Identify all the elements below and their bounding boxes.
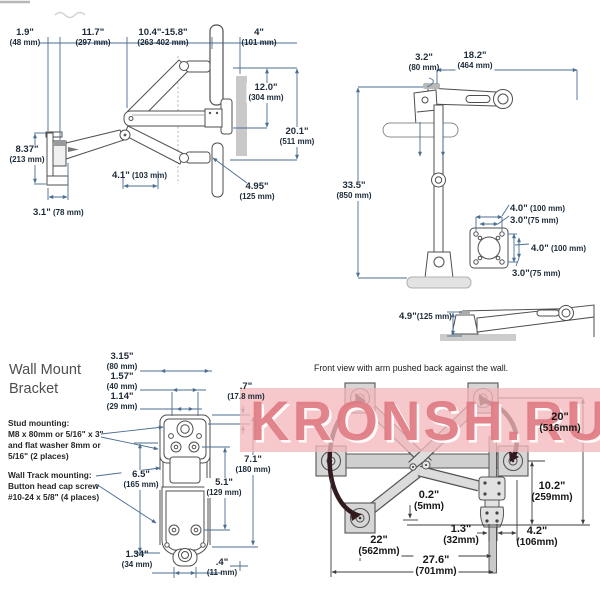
dim-label-wall-mount-bracket-view-5: 5.1"(129 mm) [204, 477, 244, 498]
watermark-text: KRONSH.RU [250, 388, 600, 452]
dim-label-wall-arm-side-view-4: 12.0"(304 mm) [246, 82, 286, 103]
dim-label-front-view-6: 27.6"(701mm) [413, 554, 459, 578]
desk-pole-view-dimensions [356, 68, 578, 279]
dim-label-front-view-5: 22"(562mm) [356, 534, 402, 558]
dim-label-wall-mount-bracket-view-1: 1.57"(40 mm) [106, 371, 138, 391]
dim-label-wall-mount-bracket-view-6: 7.1"(180 mm) [233, 454, 273, 475]
dim-label-wall-mount-bracket-view-7: 1.34"(34 mm) [121, 549, 153, 569]
bracket-title-line2: Bracket [9, 380, 59, 397]
stud-note-line2: M8 x 80mm or 5/16" x 3" [8, 429, 104, 440]
wall-track-note-line2: Button head cap screw [8, 481, 99, 492]
wall-track-note-line1: Wall Track mounting: [8, 470, 92, 480]
dim-label-front-view-1: 10.2"(259mm) [531, 480, 573, 504]
dim-label-wall-arm-side-view-8: 4.95"(125 mm) [239, 181, 275, 201]
dim-label-desk-pole-side-view-0: 3.2"(80 mm) [408, 52, 440, 72]
wall-track-note-line3: #10-24 x 5/8" (4 places) [8, 492, 100, 503]
front-view-caption: Front view with arm pushed back against … [314, 363, 509, 373]
dim-label-wall-arm-side-view-9: 3.1" (78 mm) [33, 207, 84, 218]
dim-label-desk-pole-side-view-5: 4.0" (100 mm) [531, 243, 587, 254]
wall-arm-side-view-dimensions [33, 37, 299, 200]
dim-label-wall-arm-side-view-6: 8.37"(213 mm) [7, 144, 47, 165]
stud-note-line1: Stud mounting: [8, 418, 70, 428]
dim-label-wall-mount-bracket-view-8: .4"(11 mm) [206, 557, 238, 577]
dim-label-desk-pole-side-view-3: 4.0" (100 mm) [510, 203, 566, 214]
dim-label-wall-arm-side-view-3: 4"(101 mm) [241, 27, 277, 47]
folded-arm-view-dimensions [447, 311, 462, 337]
dim-label-wall-arm-side-view-7: 4.1" (103 mm) [112, 170, 168, 181]
dim-label-desk-pole-side-view-6: 3.0"(75 mm) [512, 268, 561, 279]
dim-label-wall-mount-bracket-view-2: 1.14"(29 mm) [106, 391, 138, 411]
dim-label-wall-mount-bracket-view-0: 3.15"(80 mm) [106, 351, 138, 371]
dim-label-desk-pole-side-view-1: 18.2"(464 mm) [455, 50, 495, 71]
dim-label-front-view-4: 4.2"(106mm) [516, 525, 558, 549]
dim-label-wall-arm-side-view-1: 11.7"(297 mm) [75, 27, 111, 47]
scan-artifact [0, 0, 86, 19]
stud-note-line4: 5/16" (2 places) [8, 451, 69, 462]
dim-label-desk-pole-side-view-4: 3.0"(75 mm) [510, 215, 559, 226]
dim-label-front-view-3: 1.3"(32mm) [443, 523, 479, 547]
bracket-view-title: Wall Mount Bracket [9, 361, 81, 399]
wall-track-mounting-note: Wall Track mounting: Button head cap scr… [8, 470, 99, 503]
watermark-banner: KRONSH.RU [240, 388, 600, 452]
wall-mount-bracket-drawing [159, 414, 211, 567]
dim-label-wall-arm-side-view-0: 1.9"(48 mm) [9, 27, 41, 47]
dim-label-wall-arm-side-view-2: 10.4"-15.8"(263-402 mm) [137, 27, 189, 47]
front-view-monitor-mount [478, 476, 506, 528]
dim-label-wall-mount-bracket-view-3: .7"(17.8 mm) [227, 381, 265, 401]
dim-label-folded-arm-view-0: 4.9"(125 mm) [399, 311, 452, 322]
bracket-title-line1: Wall Mount [9, 362, 81, 378]
dim-label-front-view-2: 0.2"(5mm) [413, 489, 445, 513]
stud-mounting-note: Stud mounting: M8 x 80mm or 5/16" x 3" a… [8, 418, 104, 462]
dim-label-desk-pole-side-view-2: 33.5"(850 mm) [334, 180, 374, 201]
wall-arm-side-view-drawing [45, 24, 247, 198]
dim-label-front-view-0: 20"(516mm) [539, 411, 581, 435]
stud-note-line3: and flat washer 8mm or [8, 440, 101, 451]
folded-arm-view-drawing [440, 304, 595, 341]
dim-label-wall-mount-bracket-view-4: 6.5"(165 mm) [121, 469, 161, 490]
desk-pole-view-drawing [382, 83, 513, 289]
dim-label-wall-arm-side-view-5: 20.1"(511 mm) [277, 126, 317, 147]
